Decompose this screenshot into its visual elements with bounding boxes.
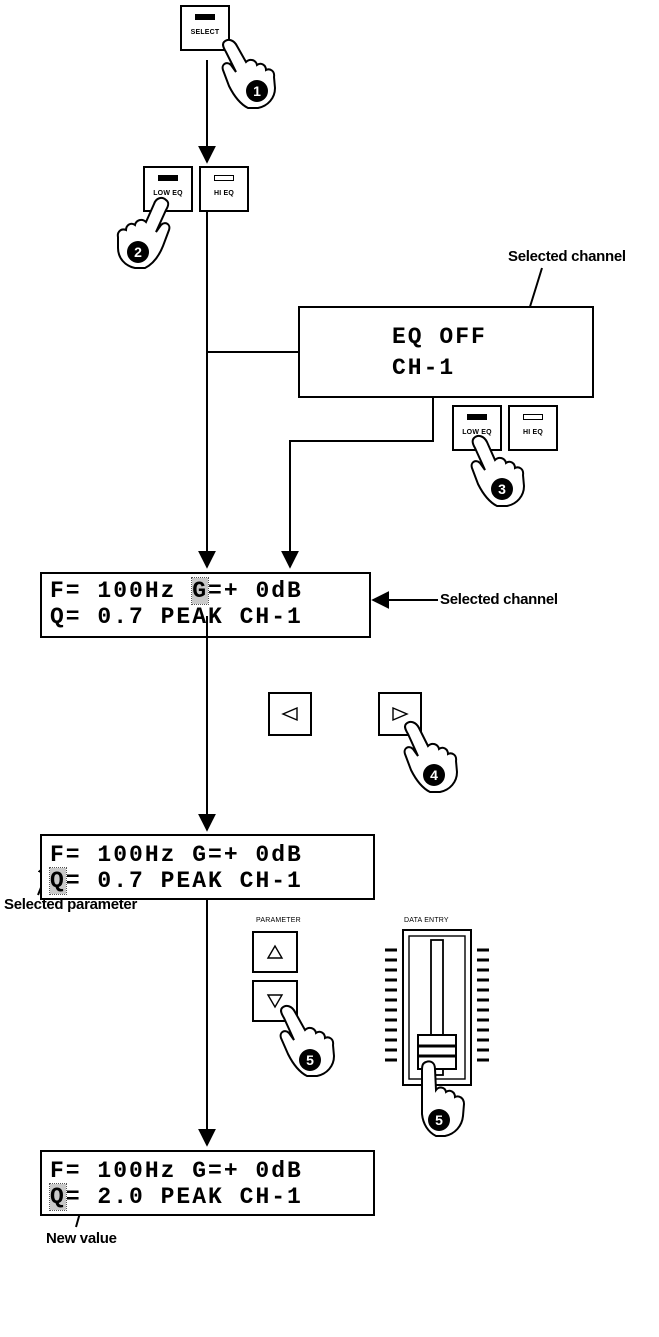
triangle-down-icon [266,994,284,1009]
data-entry-label: DATA ENTRY [404,917,449,924]
annotation-selected-parameter: Selected parameter [4,896,138,913]
pointing-hand-icon: 5 [421,1060,466,1137]
hi-eq-button[interactable]: HI EQ [199,166,249,212]
hi-eq-led [214,175,234,181]
cursor-left-button[interactable] [268,692,312,736]
lcd-screen-2-line1: F= 100Hz G=+ 0dB [50,577,303,605]
step-badge [127,241,149,263]
step-badge [246,80,268,102]
hi-eq-led-2 [523,414,543,420]
lcd-screen-3: F= 100Hz G=+ 0dB Q= 0.7 PEAK CH-1 [40,834,375,900]
low-eq-button-label: LOW EQ [153,190,183,197]
lcd-screen-3-line2: Q= 0.7 PEAK CH-1 [49,867,303,895]
lcd-screen-2: F= 100Hz G=+ 0dB Q= 0.7 PEAK CH-1 [40,572,371,638]
select-button-label: SELECT [190,29,220,36]
parameter-label: PARAMETER [256,917,301,924]
lcd-screen-3-line2-post: = 0.7 PEAK CH-1 [65,868,303,894]
low-eq-button[interactable]: LOW EQ [143,166,193,212]
step-number: 5 [306,1052,314,1068]
lcd-screen-2-frame [40,572,371,638]
lcd-screen-2-line2: Q= 0.7 PEAK CH-1 [50,604,303,630]
lcd-eq-off-line2: CH-1 [392,355,456,381]
select-button[interactable]: SELECT [180,5,230,51]
lcd-screen-2-line1-pre: F= 100Hz [50,578,193,604]
lcd-screen-2-cursor: G [191,577,210,605]
lcd-screen-4: F= 100Hz G=+ 0dB Q= 2.0 PEAK CH-1 [40,1150,375,1216]
pointing-hand-icon: 1 [221,38,277,109]
step-number: 1 [253,83,261,99]
select-led [195,14,215,20]
step-badge [299,1049,321,1071]
low-eq-button-2-label: LOW EQ [462,429,492,436]
lcd-screen-4-cursor: Q [49,1183,67,1211]
step-badge [491,478,513,500]
hi-eq-button-2-label: HI EQ [522,429,544,436]
step-number: 2 [134,244,142,260]
triangle-left-icon [281,706,298,722]
step-number: 5 [435,1112,443,1128]
pointing-hand-icon: 2 [116,196,171,269]
pointing-hand-icon: 4 [403,720,459,793]
lcd-eq-off: EQ OFF CH-1 [298,306,594,398]
annotation-new-value: New value [46,1230,117,1247]
low-eq-led [158,175,178,181]
triangle-up-icon [266,944,284,959]
lcd-screen-2-line1-post: =+ 0dB [208,578,303,604]
lcd-screen-3-cursor: Q [49,867,67,895]
parameter-up-button[interactable] [252,931,298,973]
hi-eq-button-2[interactable]: HI EQ [508,405,558,451]
pointing-hand-icon: 5 [279,1004,336,1077]
arrow-eqoff-to-screen2 [281,398,434,569]
lcd-eq-off-line1: EQ OFF [392,324,487,350]
lcd-screen-4-line2-post: = 2.0 PEAK CH-1 [65,1184,303,1210]
annotation-selected-channel-top: Selected channel [508,248,626,265]
lcd-screen-4-line2: Q= 2.0 PEAK CH-1 [49,1183,303,1211]
pointing-hand-icon: 3 [470,434,526,507]
lcd-screen-4-line1: F= 100Hz G=+ 0dB [50,1158,303,1184]
step-badge [428,1109,450,1131]
step-badge [423,764,445,786]
low-eq-led-2 [467,414,487,420]
step-number: 3 [498,481,506,497]
step-number: 4 [430,767,438,783]
lcd-screen-3-line1: F= 100Hz G=+ 0dB [50,842,303,868]
hi-eq-button-label: HI EQ [213,190,235,197]
annotation-selected-channel-side: Selected channel [440,591,558,608]
data-entry-fader[interactable] [382,928,492,1093]
triangle-right-icon [392,706,409,722]
